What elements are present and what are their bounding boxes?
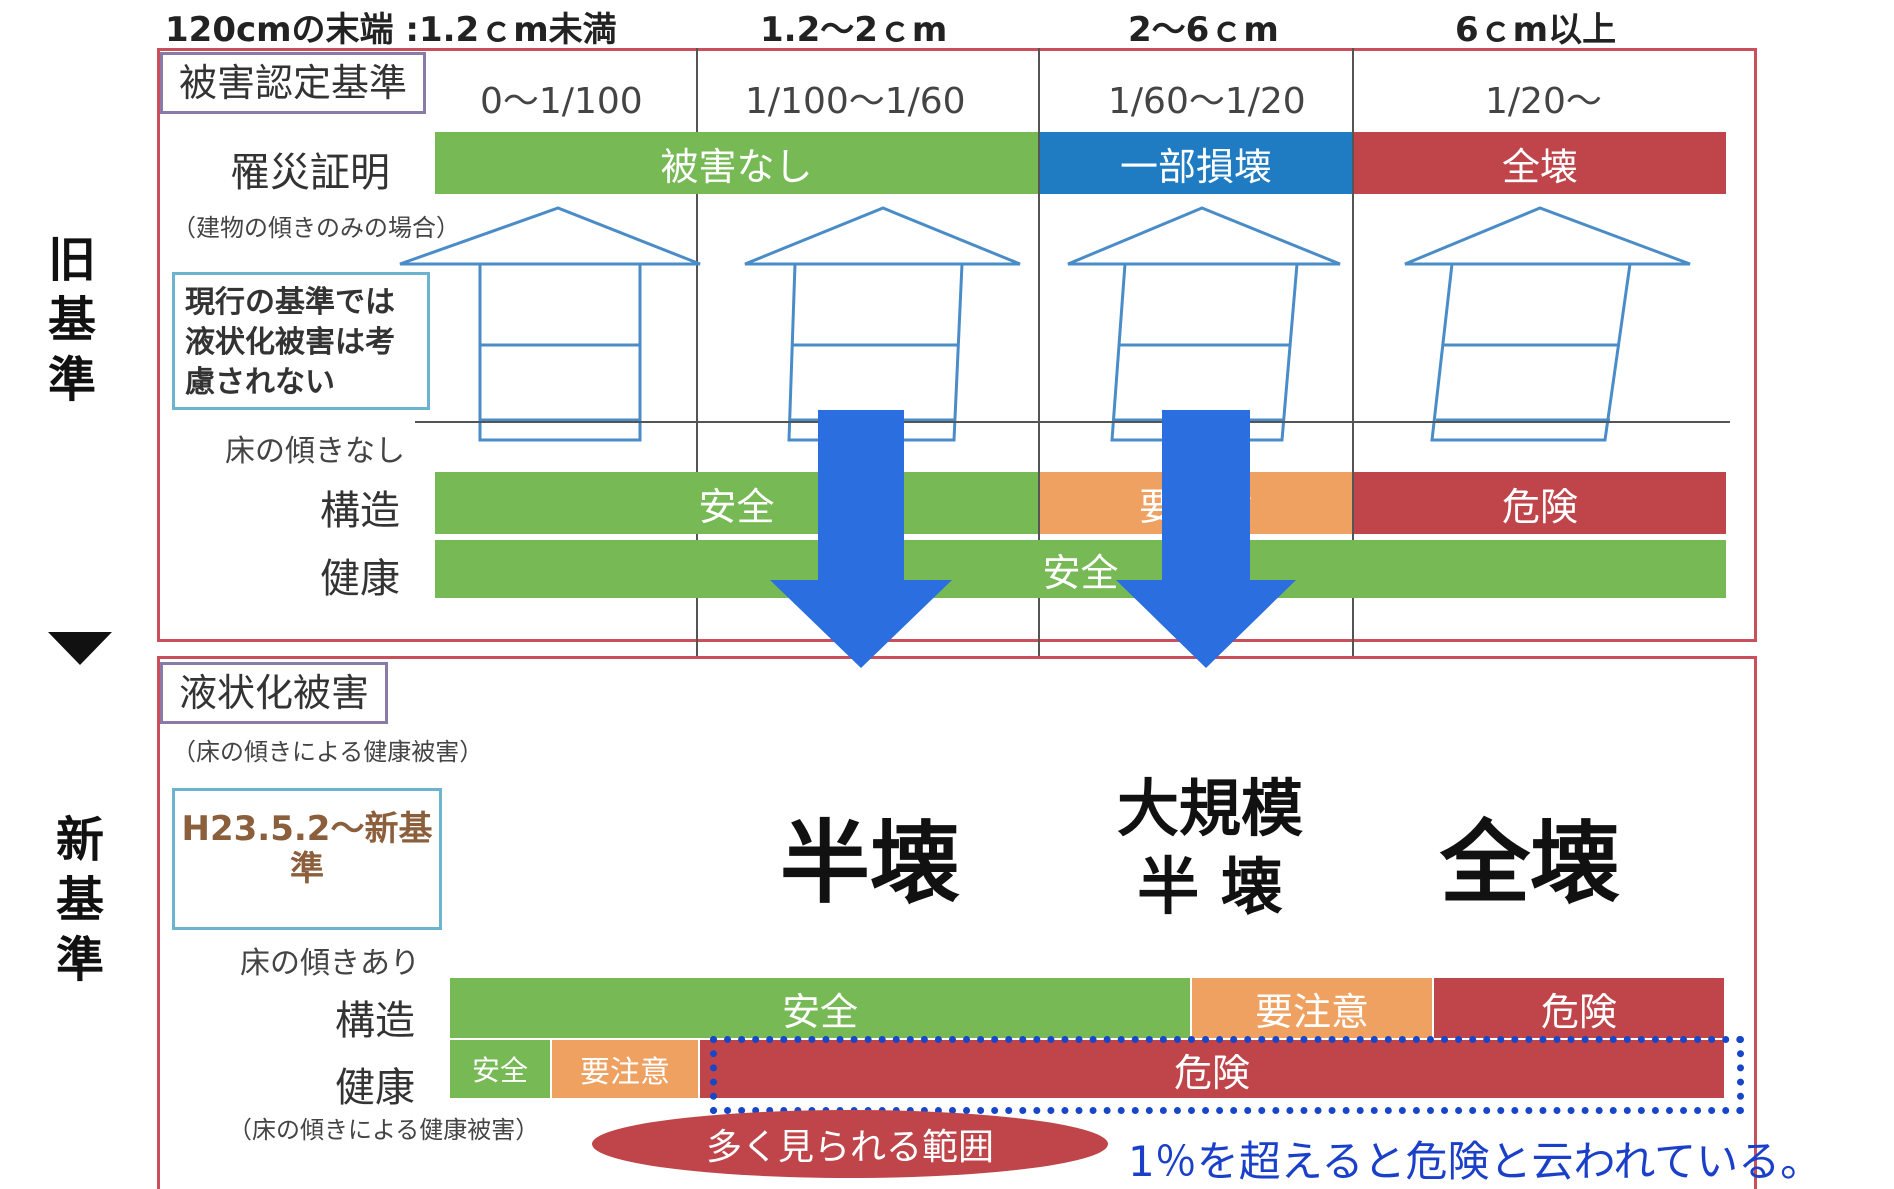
new-note-box: H23.5.2～新基準 <box>172 788 442 930</box>
risai-sub-label: （建物の傾きのみの場合） <box>172 214 460 242</box>
new-floor-label: 床の傾きあり <box>240 946 420 981</box>
header-col-3: 2～6ｃm <box>1128 10 1279 50</box>
old-structure-safe: 安全 <box>435 472 1038 534</box>
old-note-box: 現行の基準では液状化被害は考慮されない <box>172 272 430 410</box>
risai-bar-no-damage: 被害なし <box>435 132 1038 194</box>
ratio-col-4: 1/20～ <box>1485 81 1602 122</box>
common-range-ellipse: 多く見られる範囲 <box>592 1110 1108 1178</box>
risai-label: 罹災証明 <box>230 150 390 196</box>
down-triangle-icon <box>48 632 112 665</box>
header-col-4: 6ｃm以上 <box>1455 10 1617 50</box>
old-health-label: 健康 <box>320 556 400 602</box>
header-col-2: 1.2～2ｃm <box>760 10 948 50</box>
new-health-label: 健康 <box>335 1065 415 1111</box>
new-health-sub: （床の傾きによる健康被害） <box>228 1116 540 1144</box>
new-structure-safe: 安全 <box>450 978 1190 1038</box>
new-health-caution: 要注意 <box>552 1040 698 1098</box>
old-panel-tag: 被害認定基準 <box>160 52 427 114</box>
column-divider <box>696 48 698 1183</box>
new-panel-tag: 液状化被害 <box>160 662 389 724</box>
big-label-daikibo: 大規模半 壊 <box>1116 772 1303 923</box>
house-icon <box>399 206 701 442</box>
new-panel-sub: （床の傾きによる健康被害） <box>172 738 484 766</box>
ellipse-label: 多く見られる範囲 <box>705 1127 994 1168</box>
side-label-new: 新基準 <box>55 812 104 988</box>
big-label-hankai: 半壊 <box>780 811 960 916</box>
new-structure-label: 構造 <box>335 998 415 1044</box>
ratio-col-3: 1/60～1/20 <box>1108 81 1306 122</box>
highlight-dotted-box <box>710 1036 1744 1114</box>
side-label-old: 旧基準 <box>47 232 96 408</box>
new-health-safe: 安全 <box>450 1040 550 1098</box>
ratio-col-2: 1/100～1/60 <box>745 81 966 122</box>
house-icon <box>1404 206 1691 442</box>
new-note-text: H23.5.2～新基準 <box>181 809 433 889</box>
column-divider <box>1038 48 1040 1183</box>
risai-bar-partial: 一部損壊 <box>1040 132 1352 194</box>
risai-bar-total: 全壊 <box>1354 132 1726 194</box>
old-structure-label: 構造 <box>320 488 400 534</box>
new-structure-danger: 危険 <box>1434 978 1724 1038</box>
ratio-col-1: 0～1/100 <box>480 81 643 122</box>
new-health-danger: 危険 <box>700 1040 1724 1098</box>
old-health-safe: 安全 <box>435 540 1726 598</box>
down-arrow-icon <box>770 410 952 668</box>
old-note-text: 現行の基準では液状化被害は考慮されない <box>185 285 395 400</box>
column-divider <box>1352 48 1354 1183</box>
big-label-zenkai: 全壊 <box>1440 811 1620 916</box>
footnote: 1％を超えると危険と云われている。 <box>1128 1137 1823 1186</box>
down-arrow-icon <box>1116 410 1296 668</box>
new-structure-caution: 要注意 <box>1192 978 1432 1038</box>
old-floor-label: 床の傾きなし <box>225 434 405 469</box>
header-col-1: 120cmの末端 :1.2ｃm未満 <box>165 10 617 50</box>
old-structure-danger: 危険 <box>1354 472 1726 534</box>
